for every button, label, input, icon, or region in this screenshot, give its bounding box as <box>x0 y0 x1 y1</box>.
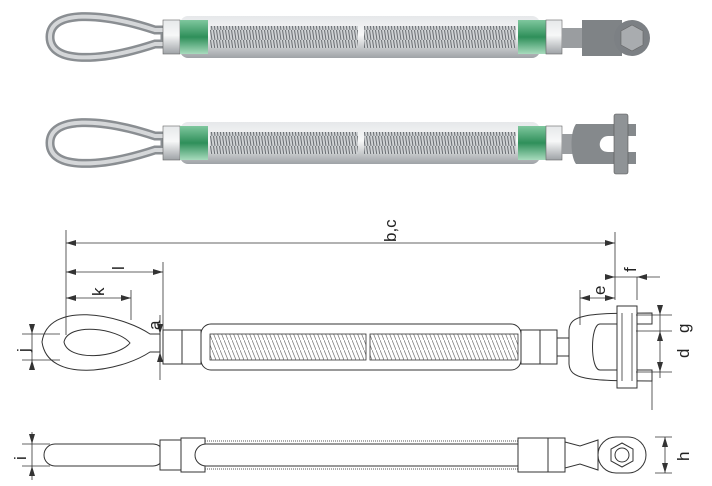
dimension-label-k: k <box>89 287 108 296</box>
dimension-label-f: f <box>621 267 640 272</box>
dimension-label-bc: b,c <box>381 219 400 242</box>
dimension-label-a: a <box>145 320 164 330</box>
side-view-drawing <box>43 436 647 474</box>
dimension-label-j: j <box>14 348 33 353</box>
dimension-label-g: g <box>674 324 693 333</box>
turnbuckle-photo-eye-end <box>50 16 650 58</box>
dimension-label-e: e <box>590 286 609 295</box>
front-view-drawing <box>41 305 653 389</box>
dimension-label-i: i <box>11 456 30 460</box>
dimension-label-l: l <box>109 266 128 270</box>
turnbuckle-photo-jaw-end <box>50 113 636 175</box>
dimension-lines <box>22 230 672 480</box>
dimension-label-d: d <box>674 349 693 358</box>
dimension-label-h: h <box>674 452 693 461</box>
